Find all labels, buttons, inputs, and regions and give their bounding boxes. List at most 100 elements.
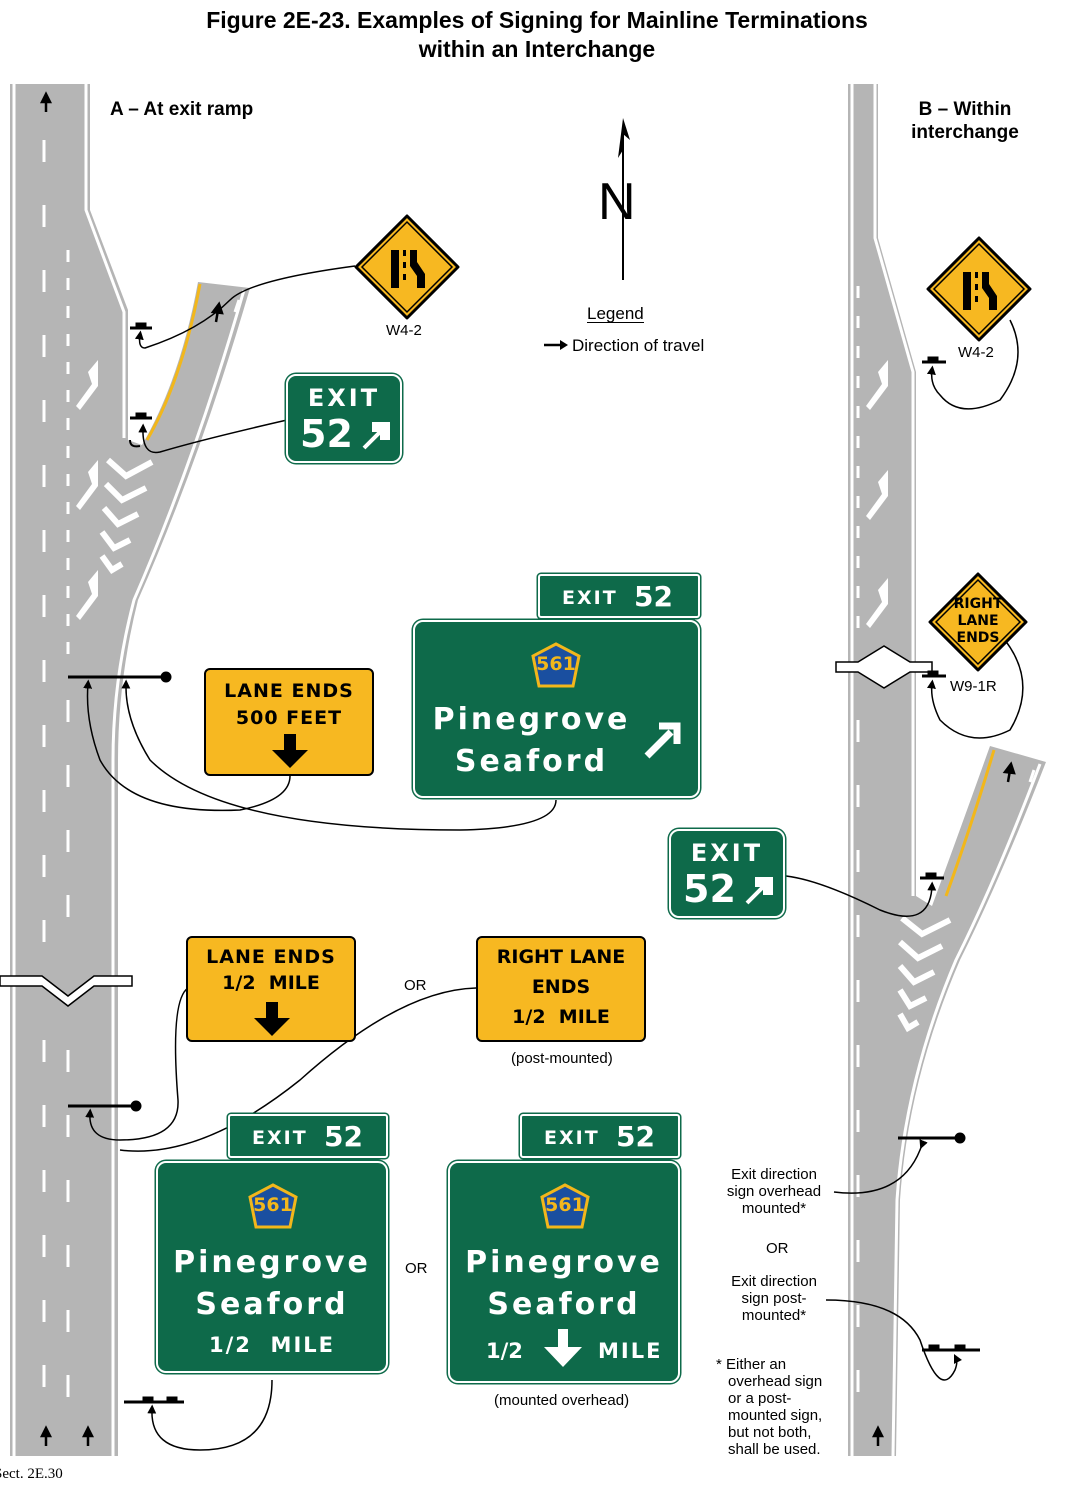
note-or: OR: [766, 1240, 789, 1257]
footnote-1: * Either an: [716, 1356, 787, 1373]
post-mounted-caption: (post-mounted): [511, 1050, 613, 1067]
panel-b-header-line2: interchange: [911, 122, 1019, 143]
panel-b-header-line1: B – Within: [918, 99, 1012, 120]
section-reference: Sect. 2E.30: [0, 1466, 63, 1482]
figure-title-line2: within an Interchange: [418, 36, 656, 62]
legend-arrow-icon: [544, 340, 568, 350]
note-overhead-3: mounted*: [741, 1200, 807, 1217]
lane-reduction-sign-b: [926, 236, 1032, 342]
lane-ends-500-line2: 500 FEET: [235, 707, 343, 729]
panel-a-header: A – At exit ramp: [110, 99, 254, 120]
panel-a-supports: [68, 322, 184, 1404]
exit-tab-num: 52: [634, 580, 673, 613]
right-lane-ends-diamond: [928, 572, 1028, 672]
distance-line: 1/2 MILE: [158, 1333, 386, 1357]
down-arrow-icon: [272, 734, 308, 768]
diamond-line-2: LANE: [957, 613, 999, 629]
panel-b-header: B – Within interchange: [905, 98, 1025, 144]
diagonal-arrow-icon: [362, 422, 390, 450]
exit-tab-top: EXIT 52: [538, 574, 700, 618]
panel-b-supports: [898, 356, 980, 1352]
exit-tab-num: 52: [324, 1120, 363, 1153]
down-arrow-icon: [544, 1329, 582, 1367]
gore-exit-num-a: 52: [300, 412, 353, 456]
w4-2-code-b: W4-2: [958, 344, 994, 361]
lane-ends-half-mile-sign: LANE ENDS 1/2 MILE: [186, 936, 356, 1042]
lane-ends-500-feet-sign: LANE ENDS 500 FEET: [204, 668, 374, 776]
right-lane-line2: ENDS: [531, 976, 591, 998]
gore-exit-sign-b: EXIT 52: [669, 829, 785, 918]
w4-2-code-a: W4-2: [386, 322, 422, 339]
mile-word: MILE: [270, 1333, 335, 1357]
route-number: 561: [253, 1194, 293, 1216]
w9-1r-code: W9-1R: [950, 678, 997, 695]
gore-exit-num-b: 52: [683, 867, 736, 911]
guide-sign-bottom-right: 561 Pinegrove Seaford 1/2 MILE: [448, 1161, 680, 1383]
gore-exit-word-b: EXIT: [690, 839, 764, 867]
diagonal-arrow-icon: [644, 722, 681, 759]
note-post: Exit direction sign post- mounted*: [718, 1273, 830, 1324]
north-arrow: [618, 118, 630, 280]
footnote-2: overhead sign: [728, 1373, 823, 1390]
dest-line-2: Seaford: [487, 1287, 641, 1322]
exit-tab-word: EXIT: [544, 1127, 600, 1149]
down-arrow-icon: [254, 1002, 290, 1036]
footnote-5: but not both,: [728, 1424, 812, 1441]
right-lane-ends-diamond-text: RIGHT LANE ENDS: [928, 596, 1028, 647]
footnote-3: or a post-: [728, 1390, 792, 1407]
footnote-4: mounted sign,: [728, 1407, 823, 1424]
half-fraction: 1/2: [209, 1333, 252, 1357]
half-fraction: 1/2: [512, 1006, 546, 1028]
exit-tab-word: EXIT: [562, 587, 618, 609]
footnote-6: shall be used.: [728, 1441, 821, 1458]
route-number: 561: [536, 653, 576, 675]
north-label: N: [598, 173, 636, 231]
county-route-shield-icon: [531, 642, 581, 688]
dest-line-2: Seaford: [195, 1287, 349, 1322]
exit-tab-bottom-left: EXIT 52: [228, 1114, 388, 1158]
legend-direction-label: Direction of travel: [572, 336, 705, 355]
county-route-shield-icon: [540, 1183, 590, 1229]
note-post-3: mounted*: [741, 1307, 807, 1324]
right-lane-line1: RIGHT LANE: [496, 946, 626, 968]
mounted-overhead-caption: (mounted overhead): [494, 1392, 630, 1409]
note-post-2: sign post-: [741, 1290, 807, 1307]
lane-ends-half-line1: LANE ENDS: [206, 946, 336, 968]
note-overhead-2: sign overhead: [726, 1183, 822, 1200]
half-fraction: 1/2: [486, 1339, 523, 1363]
note-overhead: Exit direction sign overhead mounted*: [718, 1166, 830, 1217]
exit-tab-bottom-right: EXIT 52: [520, 1114, 680, 1158]
route-number: 561: [545, 1194, 585, 1216]
or-label-1: OR: [404, 977, 427, 994]
right-lane-ends-half-mile-sign: RIGHT LANE ENDS 1/2 MILE: [476, 936, 646, 1042]
guide-sign-bottom-left: 561 Pinegrove Seaford 1/2 MILE: [156, 1161, 388, 1373]
note-post-1: Exit direction: [731, 1273, 817, 1290]
or-label-2: OR: [405, 1260, 428, 1277]
lane-reduction-sign-a: [354, 214, 460, 320]
exit-tab-word: EXIT: [252, 1127, 308, 1149]
guide-sign-top: 561 Pinegrove Seaford: [413, 620, 700, 798]
lane-ends-half-line2: 1/2 MILE: [188, 972, 354, 994]
panel-b-leaders: [785, 319, 1024, 1381]
dest-line-1: Pinegrove: [173, 1245, 371, 1280]
panel-b-road: [835, 84, 1046, 1457]
panel-a-road: [0, 84, 250, 1456]
dest-line-1: Pinegrove: [465, 1245, 663, 1280]
footnote: * Either an overhead sign or a post- mou…: [716, 1356, 836, 1458]
exit-tab-num: 52: [616, 1120, 655, 1153]
gore-exit-word-a: EXIT: [307, 384, 381, 412]
note-overhead-1: Exit direction: [731, 1166, 817, 1183]
diamond-line-1: RIGHT: [953, 596, 1003, 612]
gore-exit-sign-a: EXIT 52: [286, 374, 402, 463]
county-route-shield-icon: [248, 1183, 298, 1229]
panel-a-leaders: [83, 265, 557, 1451]
mile-word: MILE: [268, 972, 320, 994]
dest-line-1: Pinegrove: [432, 702, 631, 737]
mile-word: MILE: [558, 1006, 610, 1028]
figure-title-line1: Figure 2E-23. Examples of Signing for Ma…: [206, 7, 868, 33]
half-fraction: 1/2: [222, 972, 256, 994]
dest-line-2: Seaford: [454, 744, 609, 779]
right-lane-line3: 1/2 MILE: [478, 1006, 644, 1028]
legend-title: Legend: [587, 304, 644, 323]
